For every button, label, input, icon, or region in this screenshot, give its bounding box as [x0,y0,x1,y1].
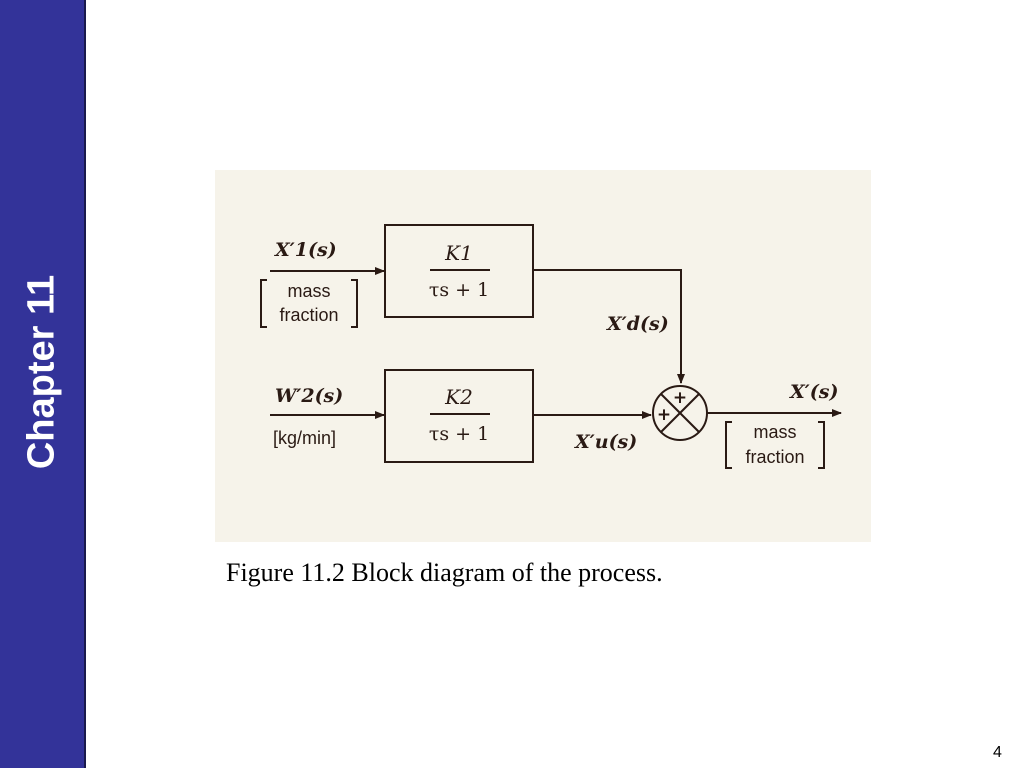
chapter-label: Chapter 11 [20,274,63,470]
block1-denominator: τs + 1 [429,279,489,301]
block1-numerator: K1 [444,241,473,265]
output-signal: X′(s) [789,381,838,403]
figure-caption: Figure 11.2 Block diagram of the process… [226,558,663,587]
block2-numerator: K2 [444,385,473,409]
output-units-line2: fraction [745,447,804,467]
input1-right-bracket [351,279,358,328]
input1-units-line1: mass [287,281,330,301]
disturbance-signal: X′d(s) [606,313,669,335]
input2-units: [kg/min] [273,428,336,448]
output-left-bracket [725,421,732,469]
chapter-sidebar: Chapter 11 [0,0,86,768]
page-number: 4 [993,744,1002,761]
block-diagram-svg: K1 τs + 1 K2 τs + 1 X′1(s) mass fraction… [260,224,842,469]
summing-top-sign: + [673,388,687,408]
block-diagram-figure: K1 τs + 1 K2 τs + 1 X′1(s) mass fraction… [215,170,871,542]
summing-left-sign: + [657,405,671,425]
disturbance-path [533,269,685,384]
input1-signal: X′1(s) [274,239,337,261]
input1-left-bracket [260,279,267,328]
block2-denominator: τs + 1 [429,423,489,445]
manipulated-signal: X′u(s) [574,431,637,453]
input1-units-line2: fraction [279,305,338,325]
summing-junction-cross-b [660,393,700,433]
output-units-line1: mass [753,422,796,442]
block2-box [384,369,534,463]
output-right-bracket [818,421,825,469]
input2-signal: W′2(s) [275,385,343,407]
